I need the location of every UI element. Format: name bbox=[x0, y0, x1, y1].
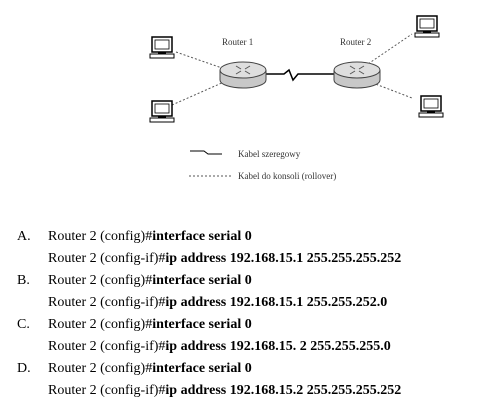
router-2-icon bbox=[333, 61, 381, 89]
computer-3-icon bbox=[414, 15, 440, 38]
network-diagram: Router 1 Router 2 Kabel szeregowy Kabel … bbox=[149, 15, 444, 181]
option-line-1: Router 2 (config)#interface serial 0 bbox=[48, 273, 252, 288]
option-b[interactable]: B. Router 2 (config)#interface serial 0 … bbox=[0, 270, 480, 314]
option-line-1: Router 2 (config)#interface serial 0 bbox=[48, 317, 252, 332]
option-c[interactable]: C. Router 2 (config)#interface serial 0 … bbox=[0, 314, 480, 358]
router-2-label: Router 2 bbox=[340, 37, 371, 47]
console-cable-pc1-r1 bbox=[175, 51, 223, 69]
legend-console-label: Kabel do konsoli (rollover) bbox=[238, 171, 336, 181]
option-line-1: Router 2 (config)#interface serial 0 bbox=[48, 229, 252, 244]
option-line-2: Router 2 (config-if)#ip address 192.168.… bbox=[48, 383, 402, 398]
legend-serial-label: Kabel szeregowy bbox=[238, 149, 301, 159]
option-d[interactable]: D. Router 2 (config)#interface serial 0 … bbox=[0, 358, 480, 402]
legend-serial-symbol bbox=[190, 150, 222, 155]
option-letter: B. bbox=[17, 273, 30, 288]
option-line-2: Router 2 (config-if)#ip address 192.168.… bbox=[48, 251, 402, 266]
option-line-2: Router 2 (config-if)#ip address 192.168.… bbox=[48, 295, 388, 310]
option-letter: A. bbox=[17, 229, 31, 244]
option-letter: C. bbox=[17, 317, 30, 332]
serial-cable bbox=[266, 68, 334, 82]
answer-options: A. Router 2 (config)#interface serial 0 … bbox=[0, 226, 480, 402]
router-1-icon bbox=[219, 61, 267, 89]
option-line-2: Router 2 (config-if)#ip address 192.168.… bbox=[48, 339, 391, 354]
computer-4-icon bbox=[418, 95, 444, 118]
computer-1-icon bbox=[149, 36, 175, 59]
router-1-label: Router 1 bbox=[222, 37, 253, 47]
option-letter: D. bbox=[17, 361, 31, 376]
computer-2-icon bbox=[149, 100, 175, 123]
console-cable-r2-pc3 bbox=[364, 33, 413, 67]
console-cable-pc2-r1 bbox=[171, 81, 225, 106]
option-a[interactable]: A. Router 2 (config)#interface serial 0 … bbox=[0, 226, 480, 270]
option-line-1: Router 2 (config)#interface serial 0 bbox=[48, 361, 252, 376]
